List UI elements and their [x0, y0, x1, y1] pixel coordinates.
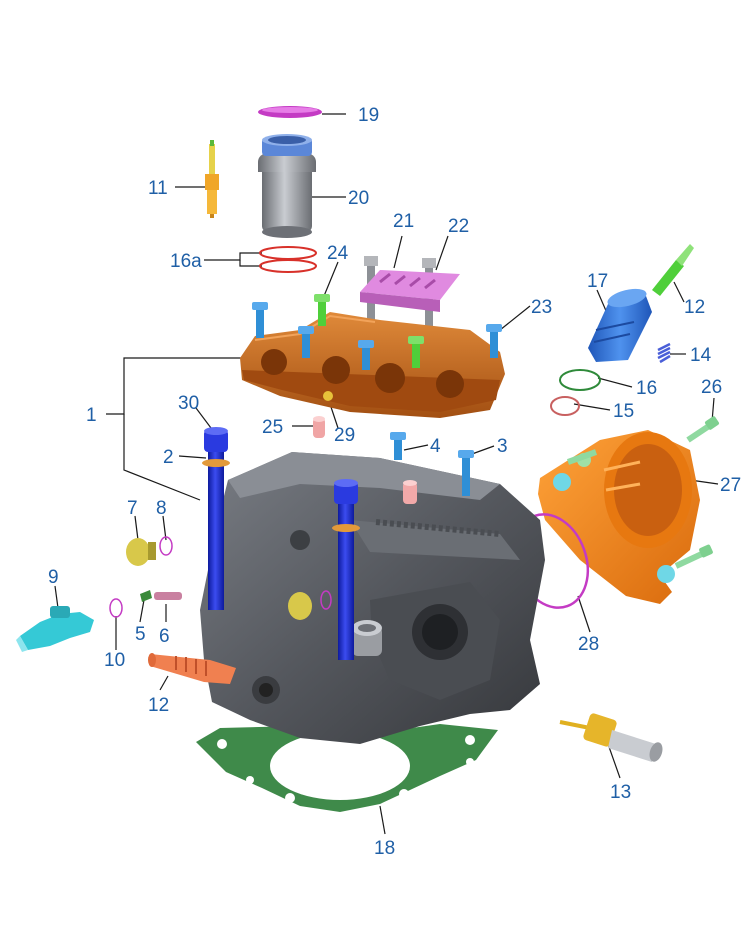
callout-16: 16: [636, 378, 657, 399]
callout-12-left: 12: [148, 695, 169, 716]
callout-5: 5: [135, 624, 146, 645]
part-16-oring-green: [559, 369, 601, 391]
cylinder-head-body: [200, 452, 545, 744]
callout-21: 21: [393, 211, 414, 232]
callout-13: 13: [610, 782, 631, 803]
callout-26: 26: [701, 377, 722, 398]
callout-10: 10: [104, 650, 125, 671]
callout-27: 27: [720, 475, 741, 496]
callout-1: 1: [86, 405, 97, 426]
part-9-sensor: [16, 606, 94, 652]
callout-labels: 1 19 20 11 16a 21 22 24 23 17 12 14 16 1…: [48, 105, 741, 859]
callout-14: 14: [690, 345, 712, 366]
callout-23: 23: [531, 297, 552, 318]
carrier-bolts: [252, 294, 502, 370]
callout-7: 7: [127, 498, 138, 519]
part-20-tube: [258, 134, 316, 238]
part-11-spark-plug: [205, 140, 219, 218]
callout-19: 19: [358, 105, 379, 126]
callout-11: 11: [148, 178, 168, 199]
callout-12-top: 12: [684, 297, 705, 318]
callout-9: 9: [48, 567, 59, 588]
part-19-oring: [258, 106, 322, 118]
part-26-bolts: [566, 416, 719, 569]
callout-29: 29: [334, 425, 355, 446]
callout-22: 22: [448, 216, 469, 237]
part-10-oring: [109, 598, 123, 618]
part-3-4-bolts: [390, 432, 474, 496]
part-12-temp-sensor-left: [148, 653, 236, 684]
callout-28: 28: [578, 634, 599, 655]
part-16a-orings: [259, 246, 317, 273]
callout-25: 25: [262, 417, 283, 438]
part-21-bracket: [360, 256, 460, 342]
callout-4: 4: [430, 436, 441, 457]
callout-15: 15: [613, 401, 634, 422]
part-6-pin: [154, 592, 182, 600]
callout-20: 20: [348, 188, 369, 209]
head-plug-yellow: [288, 590, 332, 620]
part-27-housing: [538, 430, 700, 604]
part-7-plug: [126, 538, 156, 566]
part-8-oring: [159, 536, 173, 556]
callout-17: 17: [587, 271, 608, 292]
callout-8: 8: [156, 498, 167, 519]
part-18-head-gasket: [196, 724, 498, 812]
outlet-nipple: [352, 620, 382, 656]
head-dowel: [403, 480, 417, 504]
part-5-fitting: [140, 590, 152, 602]
part-13-sensor: [559, 713, 663, 762]
part-17-plug-boot: [588, 288, 652, 362]
callout-2: 2: [163, 447, 174, 468]
callout-30: 30: [178, 393, 199, 414]
callout-6: 6: [159, 626, 170, 647]
callout-16a: 16a: [170, 251, 202, 272]
part-30-head-bolts: [202, 427, 360, 660]
callout-24: 24: [327, 243, 349, 264]
part-1-cam-carrier: [240, 312, 505, 418]
callout-3: 3: [497, 436, 508, 457]
part-12-spark-plug-green: [652, 244, 694, 296]
part-25-dowel: [313, 416, 325, 438]
part-14-spring: [657, 342, 671, 364]
callout-18: 18: [374, 838, 395, 859]
part-15-oring-brown: [550, 396, 580, 416]
